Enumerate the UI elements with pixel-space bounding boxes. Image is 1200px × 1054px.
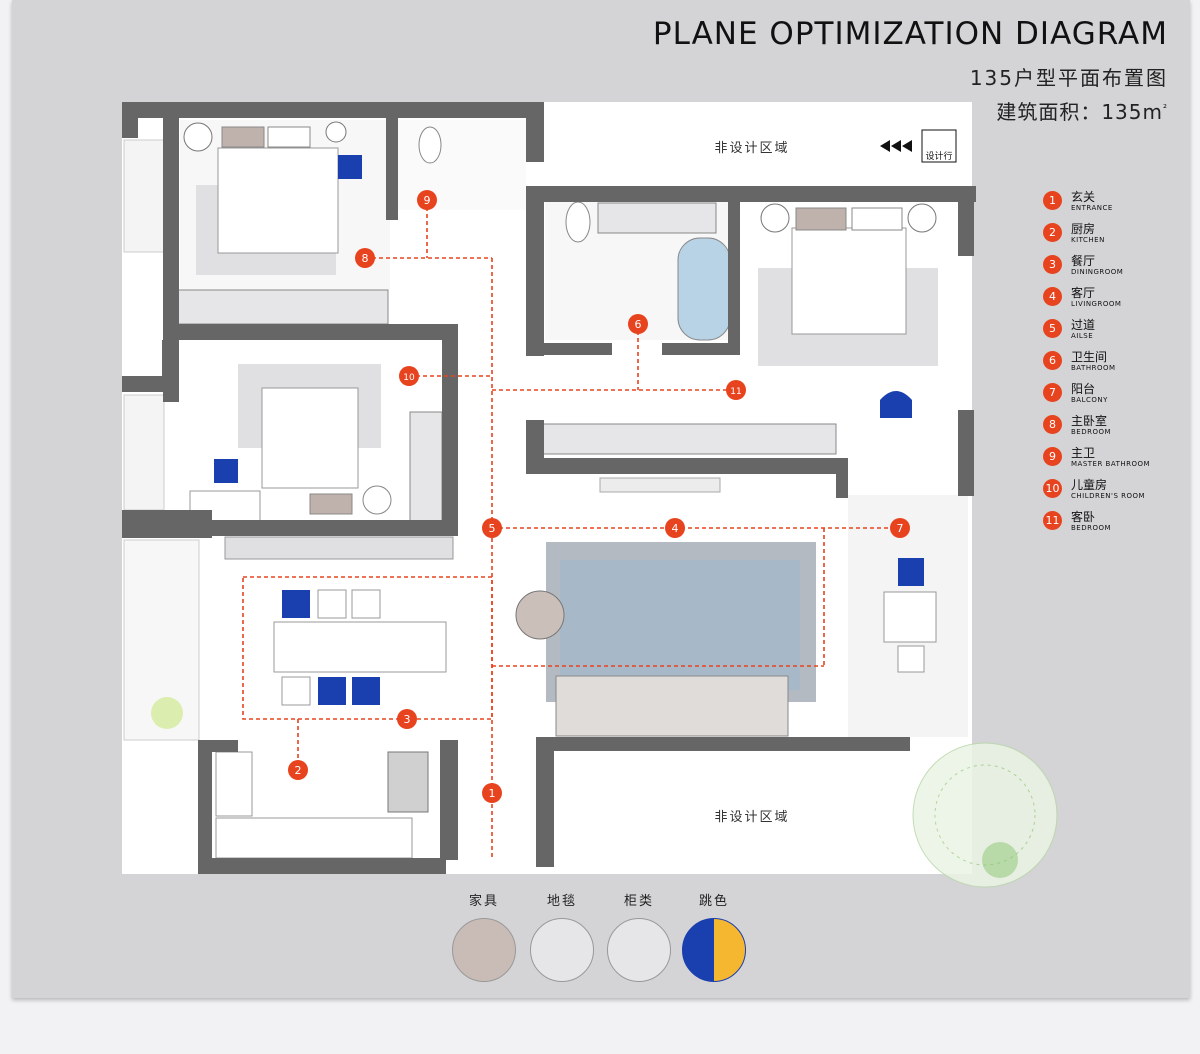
- route-markers: 1 2 3 4 5 6 7 8 9 10 11: [288, 190, 910, 803]
- svg-text:4: 4: [672, 522, 679, 535]
- guest-chair: [880, 391, 912, 418]
- marker-7: 7: [890, 518, 910, 538]
- svg-text:10: 10: [403, 373, 415, 383]
- fridge: [387, 751, 429, 813]
- bathroom-vanity: [597, 202, 717, 234]
- children-chair: [214, 459, 238, 483]
- plant-icon: [151, 697, 183, 729]
- swatch-furniture: 家具: [450, 890, 518, 982]
- guest-bed: [791, 227, 907, 335]
- svg-text:8: 8: [362, 252, 369, 265]
- round-armchair: [515, 590, 565, 640]
- marker-2: 2: [288, 760, 308, 780]
- master-bath-floor: [398, 120, 526, 210]
- marker-11: 11: [726, 380, 746, 400]
- non-design-top-area: [548, 104, 972, 184]
- dining-chair-6: [352, 677, 380, 705]
- dining-chair-3: [351, 589, 381, 619]
- bathtub: [677, 237, 731, 341]
- children-bed: [261, 387, 359, 489]
- guest-pillow-2: [851, 207, 903, 231]
- marker-6: 6: [628, 314, 648, 334]
- swatch-cabinet: 柜类: [605, 890, 673, 982]
- guest-pillow: [795, 207, 847, 231]
- balcony-left-mid: [123, 394, 165, 511]
- swatch-carpet: 地毯: [528, 890, 596, 982]
- marker-1: 1: [482, 783, 502, 803]
- balcony-chair-blue: [898, 558, 924, 586]
- svg-text:11: 11: [730, 387, 741, 397]
- sofa: [555, 675, 789, 737]
- kitchen-counter: [215, 751, 253, 817]
- balcony-chair-white: [897, 645, 925, 673]
- tree-icon: [912, 742, 1058, 888]
- non-design-label-top: 非设计区域: [714, 141, 789, 156]
- non-design-bottom-area: [548, 752, 972, 874]
- bathroom-toilet: [565, 201, 591, 243]
- dining-table: [273, 621, 447, 673]
- dining-chair-2: [317, 589, 347, 619]
- walls: [122, 102, 976, 874]
- marker-5: 5: [482, 518, 502, 538]
- svg-text:5: 5: [489, 522, 496, 535]
- master-nightstand-lamp: [183, 122, 213, 152]
- master-chair: [338, 155, 362, 179]
- children-wardrobe: [409, 411, 443, 523]
- kitchen-counter-bottom: [215, 817, 413, 859]
- marker-3: 3: [397, 709, 417, 729]
- dining-cabinet: [224, 536, 454, 560]
- master-nightstand-lamp-2: [325, 121, 347, 143]
- area-label: 建筑面积：135m²: [996, 100, 1168, 124]
- living-carpet-wash: [560, 560, 800, 690]
- diagram-subtitle: 135户型平面布置图: [969, 66, 1168, 90]
- svg-text:6: 6: [635, 318, 642, 331]
- svg-text:1: 1: [489, 787, 496, 800]
- swatch-accent: 跳色: [680, 890, 748, 982]
- master-bed: [217, 147, 339, 254]
- marker-10: 10: [399, 366, 419, 386]
- non-design-label-bottom: 非设计区域: [714, 810, 789, 825]
- master-pillow: [221, 126, 265, 148]
- master-wardrobe: [177, 289, 389, 325]
- route-lines: [242, 200, 900, 860]
- marker-9: 9: [417, 190, 437, 210]
- master-toilet: [418, 126, 442, 164]
- svg-text:2: 2: [295, 764, 302, 777]
- dining-chair-4: [281, 676, 311, 706]
- svg-text:3: 3: [404, 713, 411, 726]
- logo-text: 设计行: [925, 150, 952, 162]
- dining-chair-1: [282, 590, 310, 618]
- master-pillow-2: [267, 126, 311, 148]
- guest-lamp-right: [907, 203, 937, 233]
- children-lamp: [362, 485, 392, 515]
- guest-wardrobe: [541, 423, 837, 455]
- logo-box: [921, 129, 957, 163]
- balcony-left-top: [123, 139, 165, 253]
- svg-text:9: 9: [424, 194, 431, 207]
- marker-8: 8: [355, 248, 375, 268]
- diagram-title: PLANE OPTIMIZATION DIAGRAM: [652, 16, 1168, 52]
- marker-4: 4: [665, 518, 685, 538]
- guest-lamp-left: [760, 203, 790, 233]
- arrow-left-icon: [880, 140, 912, 152]
- dining-chair-5: [318, 677, 346, 705]
- balcony-table: [883, 591, 937, 643]
- svg-text:7: 7: [897, 522, 904, 535]
- living-console: [599, 477, 721, 493]
- children-pillow: [309, 493, 353, 515]
- material-swatches: 家具 地毯 柜类 跳色: [450, 890, 760, 982]
